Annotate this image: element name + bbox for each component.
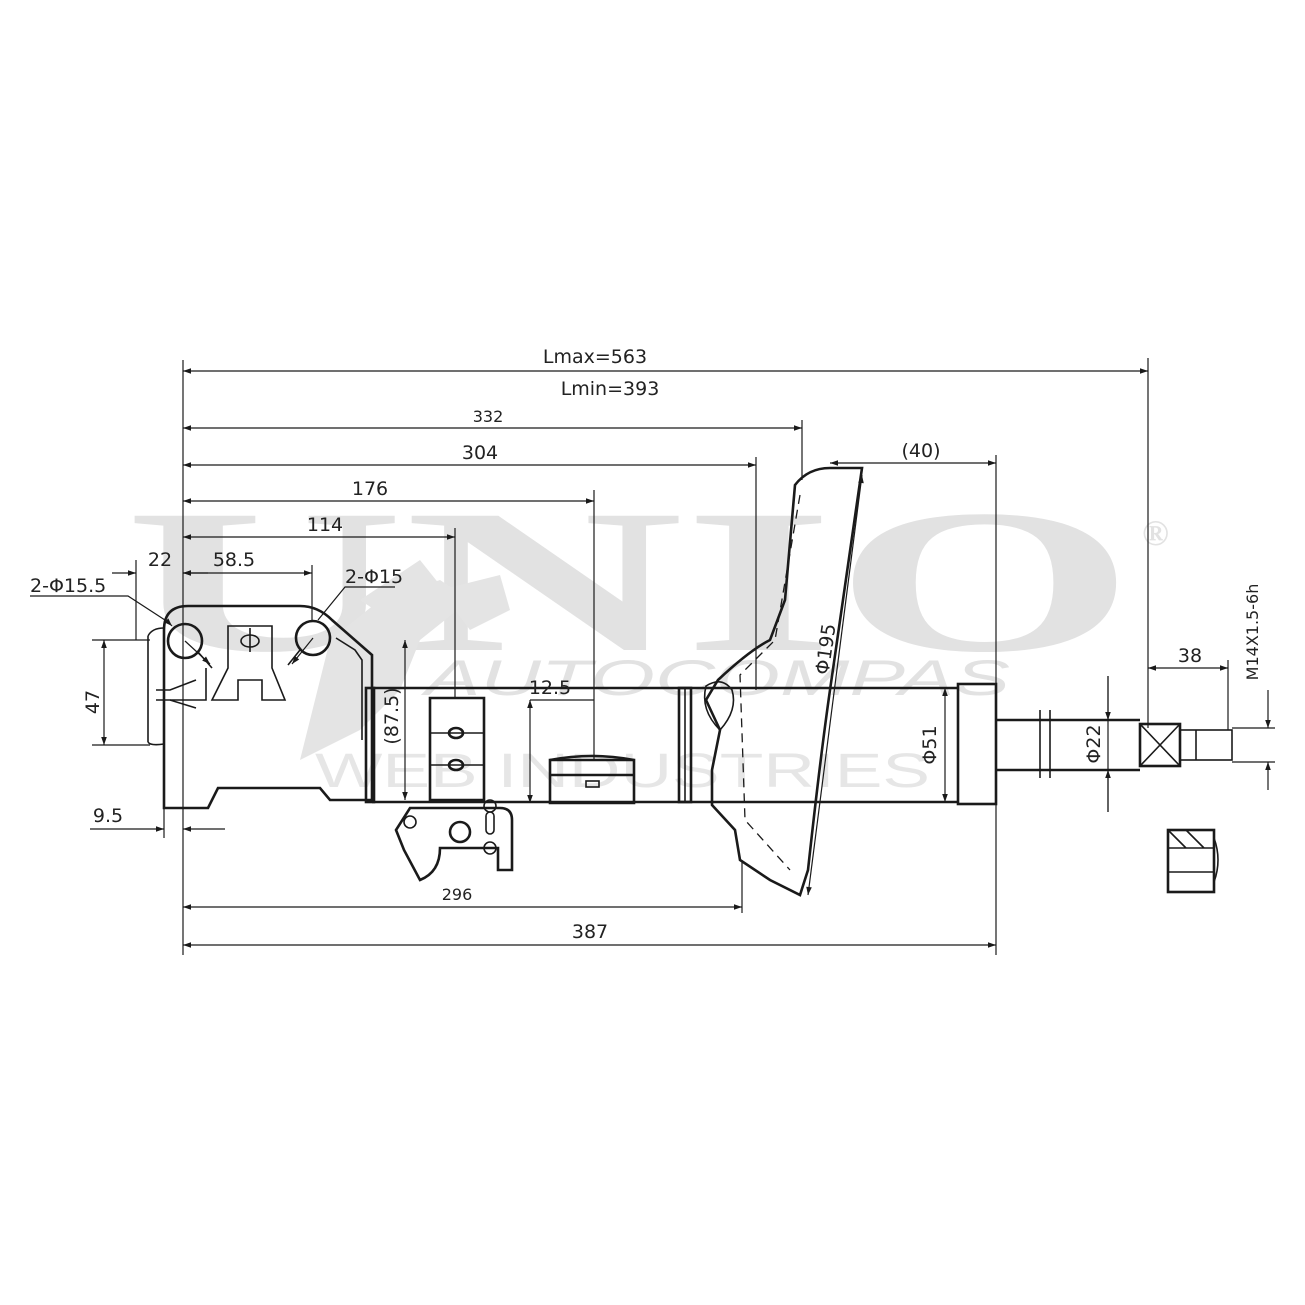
label-phi22: Φ22 [1083, 724, 1105, 763]
label-hole-15: 2-Φ15 [345, 566, 403, 588]
label-114: 114 [307, 514, 343, 536]
watermark-registered: ® [1142, 513, 1169, 553]
label-304: 304 [462, 442, 498, 464]
dimension-lines [30, 358, 1275, 955]
watermark: UNIO ® AUTOCOMPAS WEB INDUSTRIES [125, 468, 1169, 798]
label-hole-15-5: 2-Φ15.5 [30, 575, 106, 597]
label-9-5: 9.5 [93, 805, 123, 827]
watermark-gear-icon [300, 560, 510, 760]
mount-hole-right [294, 619, 332, 657]
label-thread: M14X1.5-6h [1243, 584, 1262, 681]
label-58-5: 58.5 [213, 549, 255, 571]
label-22: 22 [148, 549, 172, 571]
label-40: (40) [901, 440, 940, 462]
label-87-5: (87.5) [381, 687, 403, 744]
label-lmax: Lmax=563 [543, 346, 647, 368]
label-12-5: 12.5 [529, 677, 571, 699]
label-296: 296 [442, 885, 473, 904]
label-332: 332 [473, 407, 504, 426]
label-38: 38 [1178, 645, 1202, 667]
hose-bracket [428, 696, 486, 802]
watermark-tagline: WEB INDUSTRIES [315, 745, 930, 798]
label-47: 47 [82, 690, 104, 714]
watermark-subtitle: AUTOCOMPAS [420, 650, 1010, 706]
lower-bracket [394, 806, 514, 882]
nut-icon [1166, 828, 1219, 894]
tube-ring-left [364, 686, 376, 804]
mount-hole-left [166, 622, 204, 660]
knuckle-bracket [162, 604, 374, 810]
dimension-labels: Lmax=563 Lmin=393 332 304 176 114 (40) 2… [30, 346, 1262, 943]
sensor-bracket [548, 758, 636, 805]
label-176: 176 [352, 478, 388, 500]
label-387: 387 [572, 921, 608, 943]
label-lmin: Lmin=393 [561, 378, 660, 400]
label-phi51: Φ51 [919, 725, 941, 764]
